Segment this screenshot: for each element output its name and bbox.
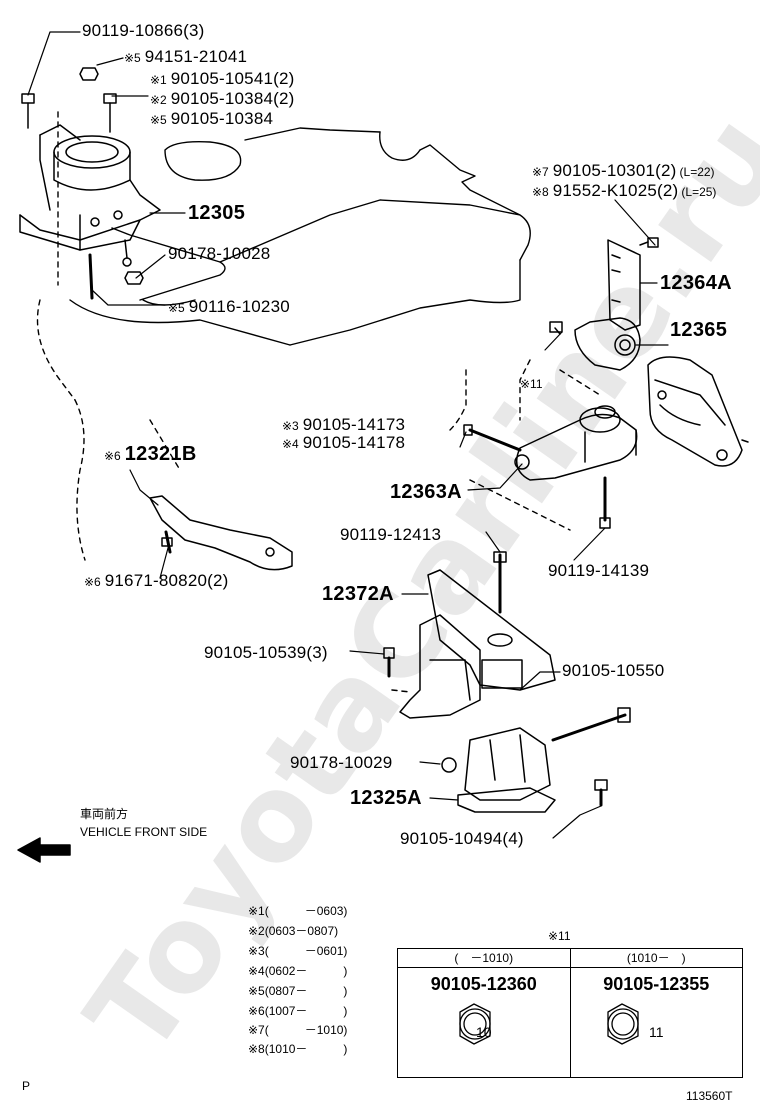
option-table: ( －1010) (1010－ ) 90105-12360 10 90105-1… bbox=[397, 948, 743, 1078]
bracket-12364a bbox=[574, 237, 659, 371]
legend-row: ※1( －0603) bbox=[248, 904, 348, 918]
option-part-2: 90105-12355 bbox=[603, 974, 710, 994]
legend-row: ※5(0807－ ) bbox=[248, 984, 348, 998]
callout-25: 12325A bbox=[350, 787, 422, 809]
bracket-12365 bbox=[647, 356, 749, 467]
callout-1: 90119-10866(3) bbox=[82, 21, 205, 40]
callout-24: 90178-10029 bbox=[290, 753, 393, 772]
bolt-size-11: 11 bbox=[648, 1024, 664, 1040]
legend-row: ※2(0603－0807) bbox=[248, 924, 339, 938]
mount-12305 bbox=[19, 124, 161, 300]
figure-id: 113560T bbox=[686, 1089, 733, 1103]
option-period-1: ( －1010) bbox=[397, 948, 571, 968]
legend-row: ※8(1010－ ) bbox=[248, 1042, 348, 1056]
option-cell-2: 90105-12355 11 bbox=[569, 967, 743, 1078]
callout-22: 90105-10539(3) bbox=[204, 643, 328, 662]
callout-26: 90105-10494(4) bbox=[400, 829, 524, 848]
callout-12: 12365 bbox=[670, 319, 728, 341]
legend-row: ※3( －0601) bbox=[248, 944, 348, 958]
bolt-size-10: 10 bbox=[475, 1024, 492, 1040]
legend-row: ※6(1007－ ) bbox=[248, 1004, 348, 1018]
corner-mark: P bbox=[22, 1079, 31, 1093]
direction-en: VEHICLE FRONT SIDE bbox=[80, 825, 208, 839]
callout-7: 90178-10028 bbox=[168, 244, 271, 263]
option-part-1: 90105-12360 bbox=[430, 974, 537, 994]
bolts-top-left bbox=[21, 67, 144, 285]
option-table-mark: ※11 bbox=[548, 929, 571, 943]
callout-13: ※11 bbox=[520, 377, 543, 391]
option-cell-1: 90105-12360 10 bbox=[397, 967, 571, 1078]
legend-row: ※4(0602－ ) bbox=[248, 964, 348, 978]
rod-12363a bbox=[463, 321, 638, 529]
callout-17: 12363A bbox=[390, 481, 462, 503]
legend-row: ※7( －1010) bbox=[248, 1023, 348, 1037]
callout-11: 12364A bbox=[660, 272, 732, 294]
callout-21: 12372A bbox=[322, 583, 394, 605]
leaders bbox=[27, 31, 669, 839]
engine-outline bbox=[36, 111, 601, 561]
bracket-12321b bbox=[149, 495, 293, 571]
option-period-2: (1010－ ) bbox=[569, 948, 743, 968]
mount-12325a bbox=[441, 707, 631, 813]
callout-19: 90119-14139 bbox=[548, 561, 650, 580]
front-arrow bbox=[17, 837, 71, 863]
callout-6: 12305 bbox=[188, 202, 246, 224]
bracket-12372a bbox=[383, 551, 556, 719]
callout-23: 90105-10550 bbox=[562, 661, 665, 680]
callout-18: 90119-12413 bbox=[340, 525, 442, 544]
direction-jp: 車両前方 bbox=[80, 807, 129, 821]
